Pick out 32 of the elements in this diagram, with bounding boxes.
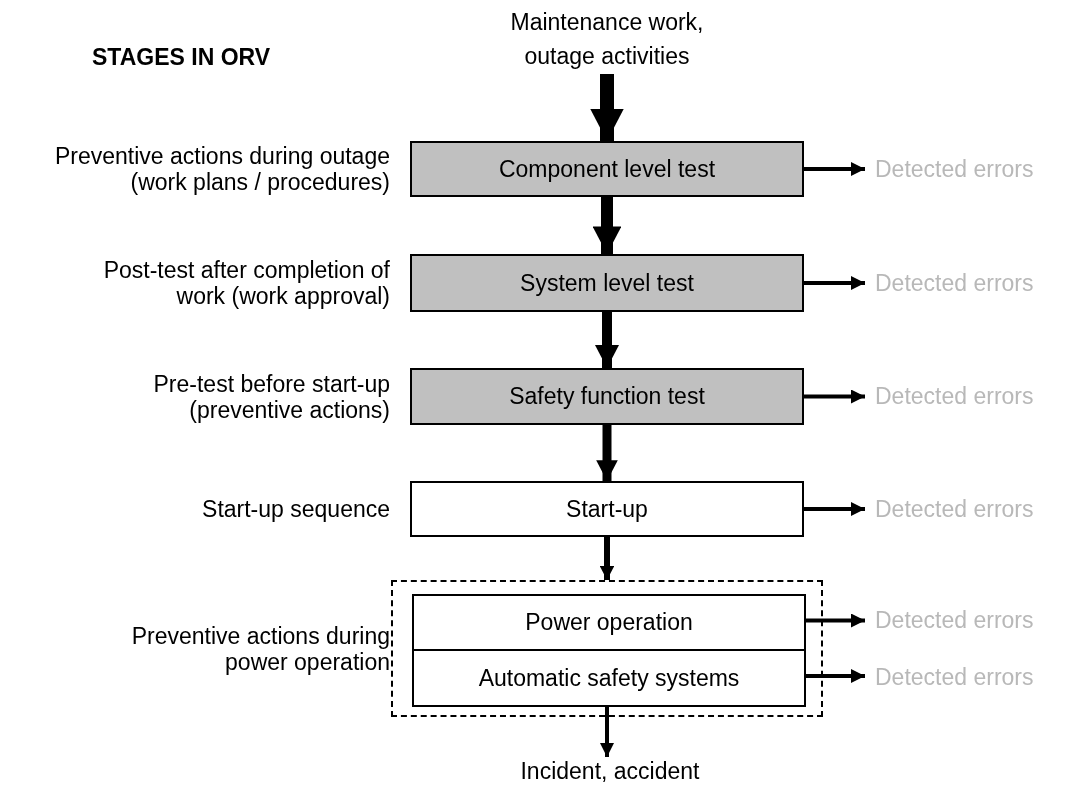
output-label: Detected errors [875,663,1091,691]
stage-description: Preventive actions during outage (work plans / procedures) [54,142,390,196]
flow-label: Incident, accident [480,757,740,785]
flow-label: Maintenance work, outage activities [487,4,727,74]
stage-description: Preventive actions during power operation [130,622,390,675]
arrow [595,312,619,368]
box-label: Safety function test [509,383,705,410]
process-box [412,594,806,651]
box-label: Automatic safety systems [478,664,740,692]
stage-description: Post-test after completion of work (work approval) [102,256,390,310]
box-label: Start-up [566,495,648,523]
box-label: System level test [520,269,694,297]
stage-description: Pre-test before start-up (preventive actions) [152,370,390,423]
arrow [593,197,621,254]
arrow [804,502,865,516]
box-label: Power operation [525,609,693,636]
output-label: Detected errors [875,269,1091,297]
output-label: Detected errors [875,606,1091,634]
output-label: Detected errors [875,495,1091,523]
arrow [804,162,865,176]
box-label: Component level test [498,155,716,183]
arrow [600,705,614,757]
arrow [590,74,624,141]
output-label: Detected errors [875,382,1091,410]
arrow [804,389,865,404]
output-label: Detected errors [875,155,1091,183]
arrow [804,276,865,290]
stage-description: Start-up sequence [201,495,390,523]
process-box [412,649,806,707]
diagram-title: STAGES IN ORV [92,44,271,71]
arrow [596,425,618,481]
arrow [600,537,614,580]
